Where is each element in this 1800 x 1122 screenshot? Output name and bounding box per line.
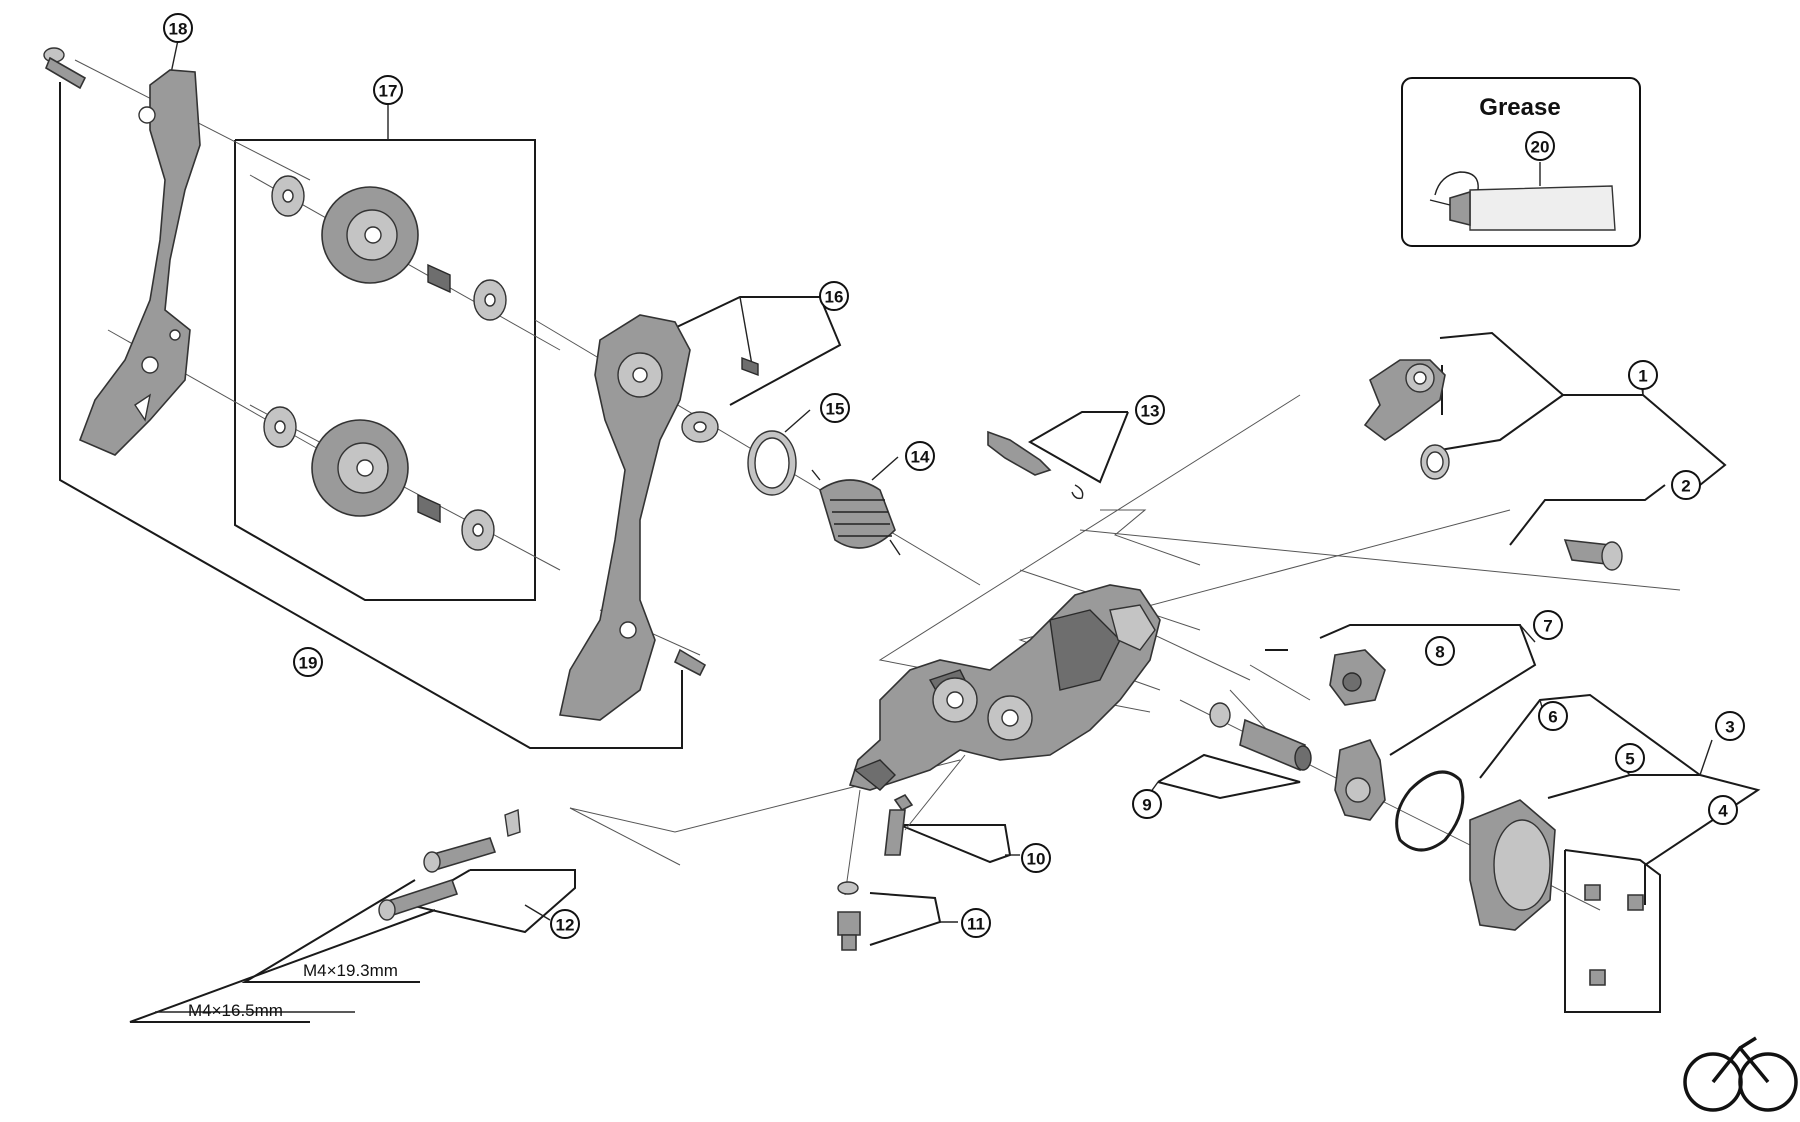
part-screw-11 <box>837 881 861 951</box>
callout-label: 13 <box>1141 402 1160 421</box>
part-gasket <box>1395 770 1465 852</box>
callout-label: 20 <box>1531 138 1550 157</box>
callout-3: 3 <box>1715 711 1745 741</box>
part-plate-pin <box>43 47 87 90</box>
callout-label: 2 <box>1681 477 1690 496</box>
part-bracket-axle <box>1363 359 1450 480</box>
callout-label: 9 <box>1142 796 1151 815</box>
callout-circle <box>819 281 849 311</box>
callout-13: 13 <box>1135 395 1165 425</box>
part-cover-screws <box>1584 884 1644 986</box>
spec-bolt-short: M4×16.5mm <box>188 1001 283 1020</box>
callout-circle <box>1425 636 1455 666</box>
callout-circle <box>293 647 323 677</box>
part-main-body <box>848 584 1161 791</box>
callout-circle <box>1708 795 1738 825</box>
callout-19: 19 <box>293 647 323 677</box>
callout-14: 14 <box>905 441 935 471</box>
callout-circle <box>1533 610 1563 640</box>
part-bracket-bolt <box>1563 539 1623 571</box>
part-outer-plate <box>559 314 759 721</box>
callout-circle <box>1021 843 1051 873</box>
part-bolts-12 <box>378 809 521 921</box>
bicycle-icon <box>1683 1036 1798 1112</box>
callout-18: 18 <box>163 13 193 43</box>
callout-label: 10 <box>1027 850 1046 869</box>
part-screw-10 <box>884 793 914 856</box>
part-stopper <box>987 430 1084 500</box>
callout-circle <box>1615 743 1645 773</box>
callout-4: 4 <box>1708 795 1738 825</box>
callout-circle <box>1628 360 1658 390</box>
callout-15: 15 <box>820 393 850 423</box>
callout-7: 7 <box>1533 610 1563 640</box>
callout-5: 5 <box>1615 743 1645 773</box>
callout-label: 6 <box>1548 708 1557 727</box>
callout-label: 8 <box>1435 643 1444 662</box>
grease-title: Grease <box>1479 94 1560 121</box>
callout-11: 11 <box>961 908 991 938</box>
callout-8: 8 <box>1425 636 1455 666</box>
callout-circle <box>1671 470 1701 500</box>
callout-label: 12 <box>556 916 575 935</box>
grease-tube-icon <box>1429 171 1616 231</box>
callout-9: 9 <box>1132 789 1162 819</box>
callout-17: 17 <box>373 75 403 105</box>
callout-circle <box>550 909 580 939</box>
callout-circle <box>1132 789 1162 819</box>
callout-2: 2 <box>1671 470 1701 500</box>
callout-label: 15 <box>826 400 845 419</box>
part-cover <box>1469 799 1556 931</box>
callout-circle <box>820 393 850 423</box>
callout-20: 20 <box>1525 131 1555 161</box>
callout-1: 1 <box>1628 360 1658 390</box>
part-tension-spring <box>811 469 901 556</box>
callout-12: 12 <box>550 909 580 939</box>
callout-label: 19 <box>299 654 318 673</box>
part-pulley-set <box>263 175 507 551</box>
callout-label: 1 <box>1638 367 1647 386</box>
callout-circle <box>1135 395 1165 425</box>
callout-label: 14 <box>911 448 930 467</box>
part-adjuster <box>1329 649 1386 706</box>
callout-10: 10 <box>1021 843 1051 873</box>
callout-circle <box>373 75 403 105</box>
callout-circle <box>961 908 991 938</box>
callout-label: 5 <box>1625 750 1634 769</box>
callout-label: 11 <box>967 915 985 934</box>
callout-label: 7 <box>1543 617 1552 636</box>
spec-bolt-long: M4×19.3mm <box>303 961 398 980</box>
callout-circle <box>1525 131 1555 161</box>
grease-box: Grease <box>1401 77 1641 247</box>
callout-circle <box>163 13 193 43</box>
callout-label: 3 <box>1725 718 1734 737</box>
callout-label: 17 <box>379 82 398 101</box>
callout-label: 4 <box>1718 802 1728 821</box>
callout-label: 16 <box>825 288 844 307</box>
callout-16: 16 <box>819 281 849 311</box>
part-cage-ring <box>747 430 797 496</box>
callout-6: 6 <box>1538 701 1568 731</box>
callout-circle <box>1538 701 1568 731</box>
part-shift-unit <box>1334 739 1386 821</box>
callout-label: 18 <box>169 20 188 39</box>
callout-circle <box>905 441 935 471</box>
part-axle <box>1209 702 1312 772</box>
callout-circle <box>1715 711 1745 741</box>
part-inner-plate <box>78 69 201 456</box>
